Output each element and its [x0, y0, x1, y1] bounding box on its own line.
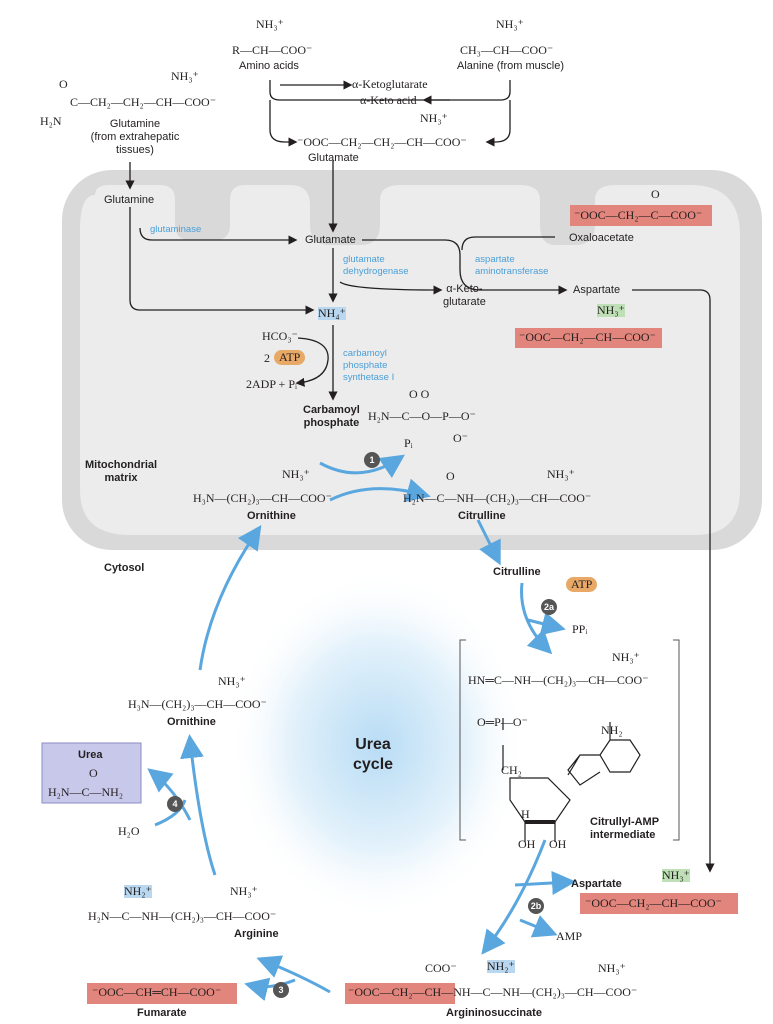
- amp: AMP: [556, 929, 583, 943]
- cyto-aspartate-nh3: NH₃⁺: [662, 868, 690, 882]
- glutamate-top-nh3: NH₃⁺: [420, 111, 448, 125]
- glutaminase-enzyme: glutaminase: [150, 224, 202, 235]
- amino-acids-nh3: NH₃⁺: [256, 17, 284, 31]
- carbamoyl-phosphate-structure: H₂N—C—O—P—O⁻: [368, 409, 476, 423]
- mito-aspartate-label: Aspartate: [573, 284, 621, 296]
- amino-acids-label: Amino acids: [239, 60, 299, 72]
- citrulline-nh3: NH₃⁺: [547, 467, 575, 481]
- cyto-ornithine-nh3: NH₃⁺: [218, 674, 246, 688]
- urea-title: Urea: [78, 749, 103, 761]
- cytosol-label: Cytosol: [104, 562, 145, 574]
- mito-ornithine-nh3: NH₃⁺: [282, 467, 310, 481]
- mito-glutamate: Glutamate: [305, 234, 356, 246]
- step-4-badge: 4: [167, 796, 183, 812]
- cps1-enzyme: carbamoyl phosphate synthetase I: [343, 348, 395, 383]
- citrullyl-amp-chain: HN═C—NH—(CH₂)₃—CH—COO⁻: [468, 673, 649, 687]
- fumarate-box: [87, 983, 237, 1004]
- oxaloacetate-o: O: [651, 187, 660, 201]
- carbamoyl-phosphate-label: Carbamoyl phosphate: [303, 404, 360, 429]
- cyto-aspartate-label: Aspartate: [571, 878, 622, 890]
- mitochondrial-matrix-label: Mitochondrial matrix: [85, 459, 158, 484]
- glutamine-nh3: NH₃⁺: [171, 69, 199, 83]
- aspartate-aminotransferase-enzyme: aspartate aminotransferase: [475, 254, 549, 277]
- bicarbonate: HCO₃⁻: [262, 329, 298, 343]
- arginine-nh3: NH₃⁺: [230, 884, 258, 898]
- cyto-aspartate-box: [580, 893, 738, 914]
- atp-count: 2: [264, 351, 270, 365]
- alanine-nh3: NH₃⁺: [496, 17, 524, 31]
- glutamine-o: O: [59, 77, 68, 91]
- oxaloacetate-structure: ⁻OOC—CH₂—C—COO⁻: [574, 208, 703, 222]
- mito-alpha-ketoglutarate: α-Keto- glutarate: [443, 283, 486, 308]
- citrullyl-amp-nh3: NH₃⁺: [612, 650, 640, 664]
- mito-aspartate-box: [515, 328, 662, 348]
- urea-cycle-glow: [228, 570, 528, 920]
- mito-ornithine-label: Ornithine: [247, 510, 296, 522]
- argininosuccinate-nh2: NH₂⁺: [487, 959, 515, 973]
- amp-ring-structure: [502, 718, 641, 842]
- water: H₂O: [118, 824, 140, 838]
- urea-cycle-label: Urea cycle: [353, 736, 394, 773]
- citrullyl-amp-label: Citrullyl-AMP intermediate: [590, 816, 660, 841]
- ammonium: NH₄⁺: [318, 306, 346, 320]
- mito-citrulline-label: Citrulline: [458, 510, 506, 522]
- ribose-oh-left: OH: [518, 837, 536, 851]
- step-3-badge: 3: [273, 982, 289, 998]
- glutamate-dehydrogenase-enzyme: glutamate dehydrogenase: [343, 254, 409, 277]
- cyto-ornithine-structure: H₃N—(CH₂)₃—CH—COO⁻: [128, 697, 267, 711]
- citrulline-structure: H₂N—C—NH—(CH₂)₃—CH—COO⁻: [403, 491, 592, 505]
- arginine-nh2: NH₂⁺: [124, 884, 152, 898]
- glutamate-top-label: Glutamate: [308, 152, 359, 164]
- adenine-nh2: NH₂: [601, 723, 623, 737]
- argininosuccinate-coo: COO⁻: [425, 961, 457, 975]
- mito-aspartate-structure: ⁻OOC—CH₂—CH—COO⁻: [519, 330, 656, 344]
- citrullyl-amp-ch2: CH₂: [501, 763, 522, 777]
- arginine-label: Arginine: [234, 928, 279, 940]
- urea-structure: H₂N—C—NH₂: [48, 785, 124, 799]
- pyrophosphate: PPᵢ: [572, 622, 588, 636]
- intermediate-bracket: [459, 639, 680, 841]
- argininosuccinate-box: [345, 983, 455, 1004]
- amino-acids-structure: R—CH—COO⁻: [232, 43, 313, 57]
- argininosuccinate-label: Argininosuccinate: [446, 1007, 542, 1019]
- cyto-aspartate-structure: ⁻OOC—CH₂—CH—COO⁻: [585, 896, 722, 910]
- cyto-atp-pill: ATP: [566, 577, 598, 592]
- arginine-structure: H₂N—C—NH—(CH₂)₃—CH—COO⁻: [88, 909, 277, 923]
- citrullyl-amp-phosphate: O═P—O⁻: [477, 715, 528, 729]
- mito-glutamine: Glutamine: [104, 194, 155, 206]
- alanine-structure: CH₃—CH—COO⁻: [460, 43, 554, 57]
- fumarate-structure: ⁻OOC—CH═CH—COO⁻: [92, 985, 222, 999]
- ribose-oh-right: OH: [549, 837, 567, 851]
- fumarate-label: Fumarate: [137, 1007, 187, 1019]
- oxaloacetate-label: Oxaloacetate: [569, 232, 634, 244]
- adp-pi: 2ADP + Pᵢ: [246, 377, 297, 391]
- glutamine-structure: C—CH₂—CH₂—CH—COO⁻: [70, 95, 217, 109]
- step-2b-badge: 2b: [528, 898, 544, 914]
- oxaloacetate-box: [570, 205, 712, 226]
- cyto-ornithine-label: Ornithine: [167, 716, 216, 728]
- ribose-h: H: [521, 807, 530, 821]
- step-2a-badge: 2a: [541, 599, 557, 615]
- cyto-citrulline-label: Citrulline: [493, 566, 541, 578]
- citrulline-o: O: [446, 469, 455, 483]
- carbamoyl-phosphate-o-bottom: O⁻: [453, 431, 468, 445]
- alpha-keto-acid: α-Keto acid: [360, 93, 417, 107]
- glutamate-top-structure: ⁻OOC—CH₂—CH₂—CH—COO⁻: [297, 135, 467, 149]
- glutamine-h2n: H₂N: [40, 114, 62, 128]
- urea-o: O: [89, 766, 98, 780]
- mito-ornithine-structure: H₃N—(CH₂)₃—CH—COO⁻: [193, 491, 332, 505]
- step-1-badge: 1: [364, 452, 380, 468]
- atp-pill: ATP: [274, 350, 306, 365]
- mito-aspartate-nh3: NH₃⁺: [597, 303, 625, 317]
- phosphate-pi: Pᵢ: [404, 436, 413, 450]
- glutamine-label: Glutamine (from extrahepatic tissues): [90, 118, 180, 156]
- carbamoyl-phosphate-o-top: O O: [409, 387, 430, 401]
- mitochondrion: [62, 170, 762, 550]
- alpha-ketoglutarate-top: α-Ketoglutarate: [352, 77, 428, 91]
- argininosuccinate-structure: ⁻OOC—CH₂—CH—NH—C—NH—(CH₂)₃—CH—COO⁻: [348, 985, 638, 999]
- urea-box: [41, 742, 142, 804]
- argininosuccinate-nh3: NH₃⁺: [598, 961, 626, 975]
- alanine-label: Alanine (from muscle): [457, 60, 564, 72]
